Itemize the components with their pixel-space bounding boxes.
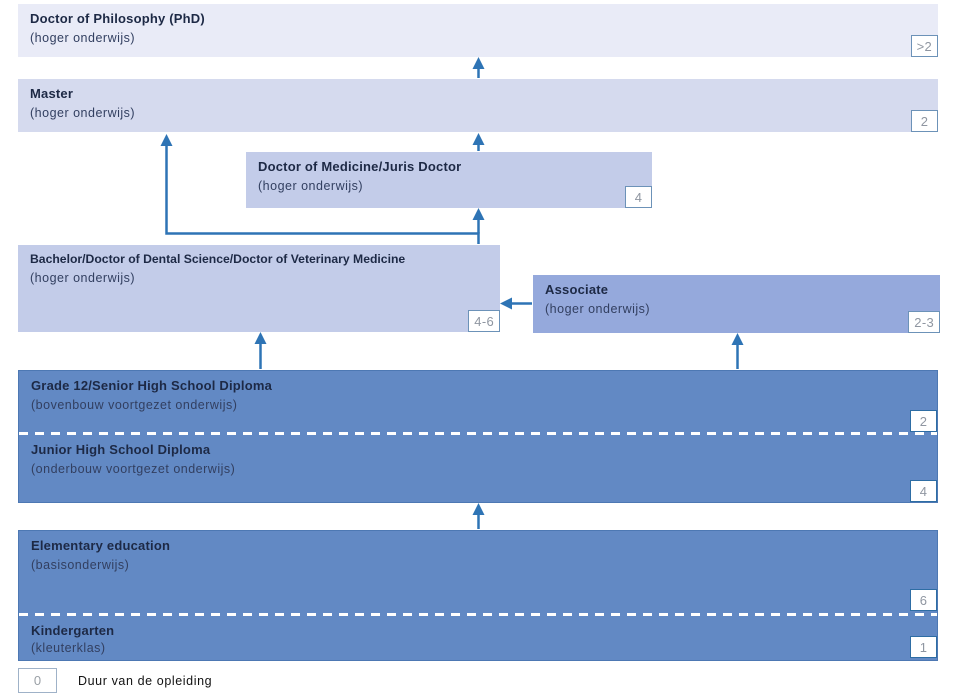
legend-label: Duur van de opleiding xyxy=(78,673,213,688)
dashed-divider xyxy=(19,432,937,435)
node-associate-title: Associate xyxy=(545,282,609,297)
duration-badge-elementary: 6 xyxy=(910,589,937,611)
node-juniorhigh-subtitle: (onderbouw voortgezet onderwijs) xyxy=(31,461,236,476)
arrow-elementary-to-juniorhigh xyxy=(472,503,485,529)
arrow-mdjd-to-master xyxy=(472,133,485,151)
node-phd-subtitle: (hoger onderwijs) xyxy=(30,30,136,45)
arrow-seniorhigh-to-bachelor xyxy=(254,332,267,369)
node-elementary-title: Elementary education xyxy=(31,538,171,553)
arrow-master-to-phd xyxy=(472,57,485,78)
duration-badge-master: 2 xyxy=(911,110,938,132)
node-juniorhigh-title: Junior High School Diploma xyxy=(31,442,211,457)
node-elementary-subtitle: (basisonderwijs) xyxy=(31,557,130,572)
node-bachelor: Bachelor/Doctor of Dental Science/Doctor… xyxy=(18,245,500,332)
duration-badge-bachelor: 4-6 xyxy=(468,310,500,332)
node-secondary-education: Grade 12/Senior High School Diploma (bov… xyxy=(18,370,938,503)
section-kindergarten: Kindergarten (kleuterklas) 1 xyxy=(19,616,937,660)
node-master: Master (hoger onderwijs) 2 xyxy=(18,79,938,132)
section-senior-high: Grade 12/Senior High School Diploma (bov… xyxy=(19,371,937,432)
node-master-subtitle: (hoger onderwijs) xyxy=(30,105,136,120)
node-mdjd-title: Doctor of Medicine/Juris Doctor xyxy=(258,159,462,174)
node-bachelor-subtitle: (hoger onderwijs) xyxy=(30,270,136,285)
node-master-title: Master xyxy=(30,86,74,101)
node-bachelor-title: Bachelor/Doctor of Dental Science/Doctor… xyxy=(30,252,406,266)
duration-badge-seniorhigh: 2 xyxy=(910,410,937,432)
arrow-associate-to-bachelor xyxy=(500,297,532,310)
node-associate-subtitle: (hoger onderwijs) xyxy=(545,301,651,316)
arrow-seniorhigh-to-associate xyxy=(731,333,744,369)
node-kindergarten-subtitle: (kleuterklas) xyxy=(31,640,106,655)
node-seniorhigh-title: Grade 12/Senior High School Diploma xyxy=(31,378,273,393)
node-mdjd: Doctor of Medicine/Juris Doctor (hoger o… xyxy=(246,152,652,208)
section-junior-high: Junior High School Diploma (onderbouw vo… xyxy=(19,435,937,502)
node-phd: Doctor of Philosophy (PhD) (hoger onderw… xyxy=(18,4,938,57)
dashed-divider xyxy=(19,613,937,616)
node-associate: Associate (hoger onderwijs) 2-3 xyxy=(533,275,940,333)
node-phd-title: Doctor of Philosophy (PhD) xyxy=(30,11,205,26)
duration-badge-associate: 2-3 xyxy=(908,311,940,333)
node-kindergarten-title: Kindergarten xyxy=(31,623,115,638)
duration-badge-phd: >2 xyxy=(910,35,938,57)
node-mdjd-subtitle: (hoger onderwijs) xyxy=(258,178,364,193)
duration-badge-mdjd: 4 xyxy=(625,186,652,208)
legend-duration-badge: 0 xyxy=(18,668,57,693)
duration-badge-juniorhigh: 4 xyxy=(910,480,937,502)
legend: 0 Duur van de opleiding xyxy=(18,668,212,693)
node-seniorhigh-subtitle: (bovenbouw voortgezet onderwijs) xyxy=(31,397,238,412)
arrow-bachelor-to-mdjd xyxy=(472,208,485,234)
section-elementary: Elementary education (basisonderwijs) 6 xyxy=(19,531,937,613)
duration-badge-kindergarten: 1 xyxy=(910,636,937,658)
node-primary-education: Elementary education (basisonderwijs) 6 … xyxy=(18,530,938,661)
